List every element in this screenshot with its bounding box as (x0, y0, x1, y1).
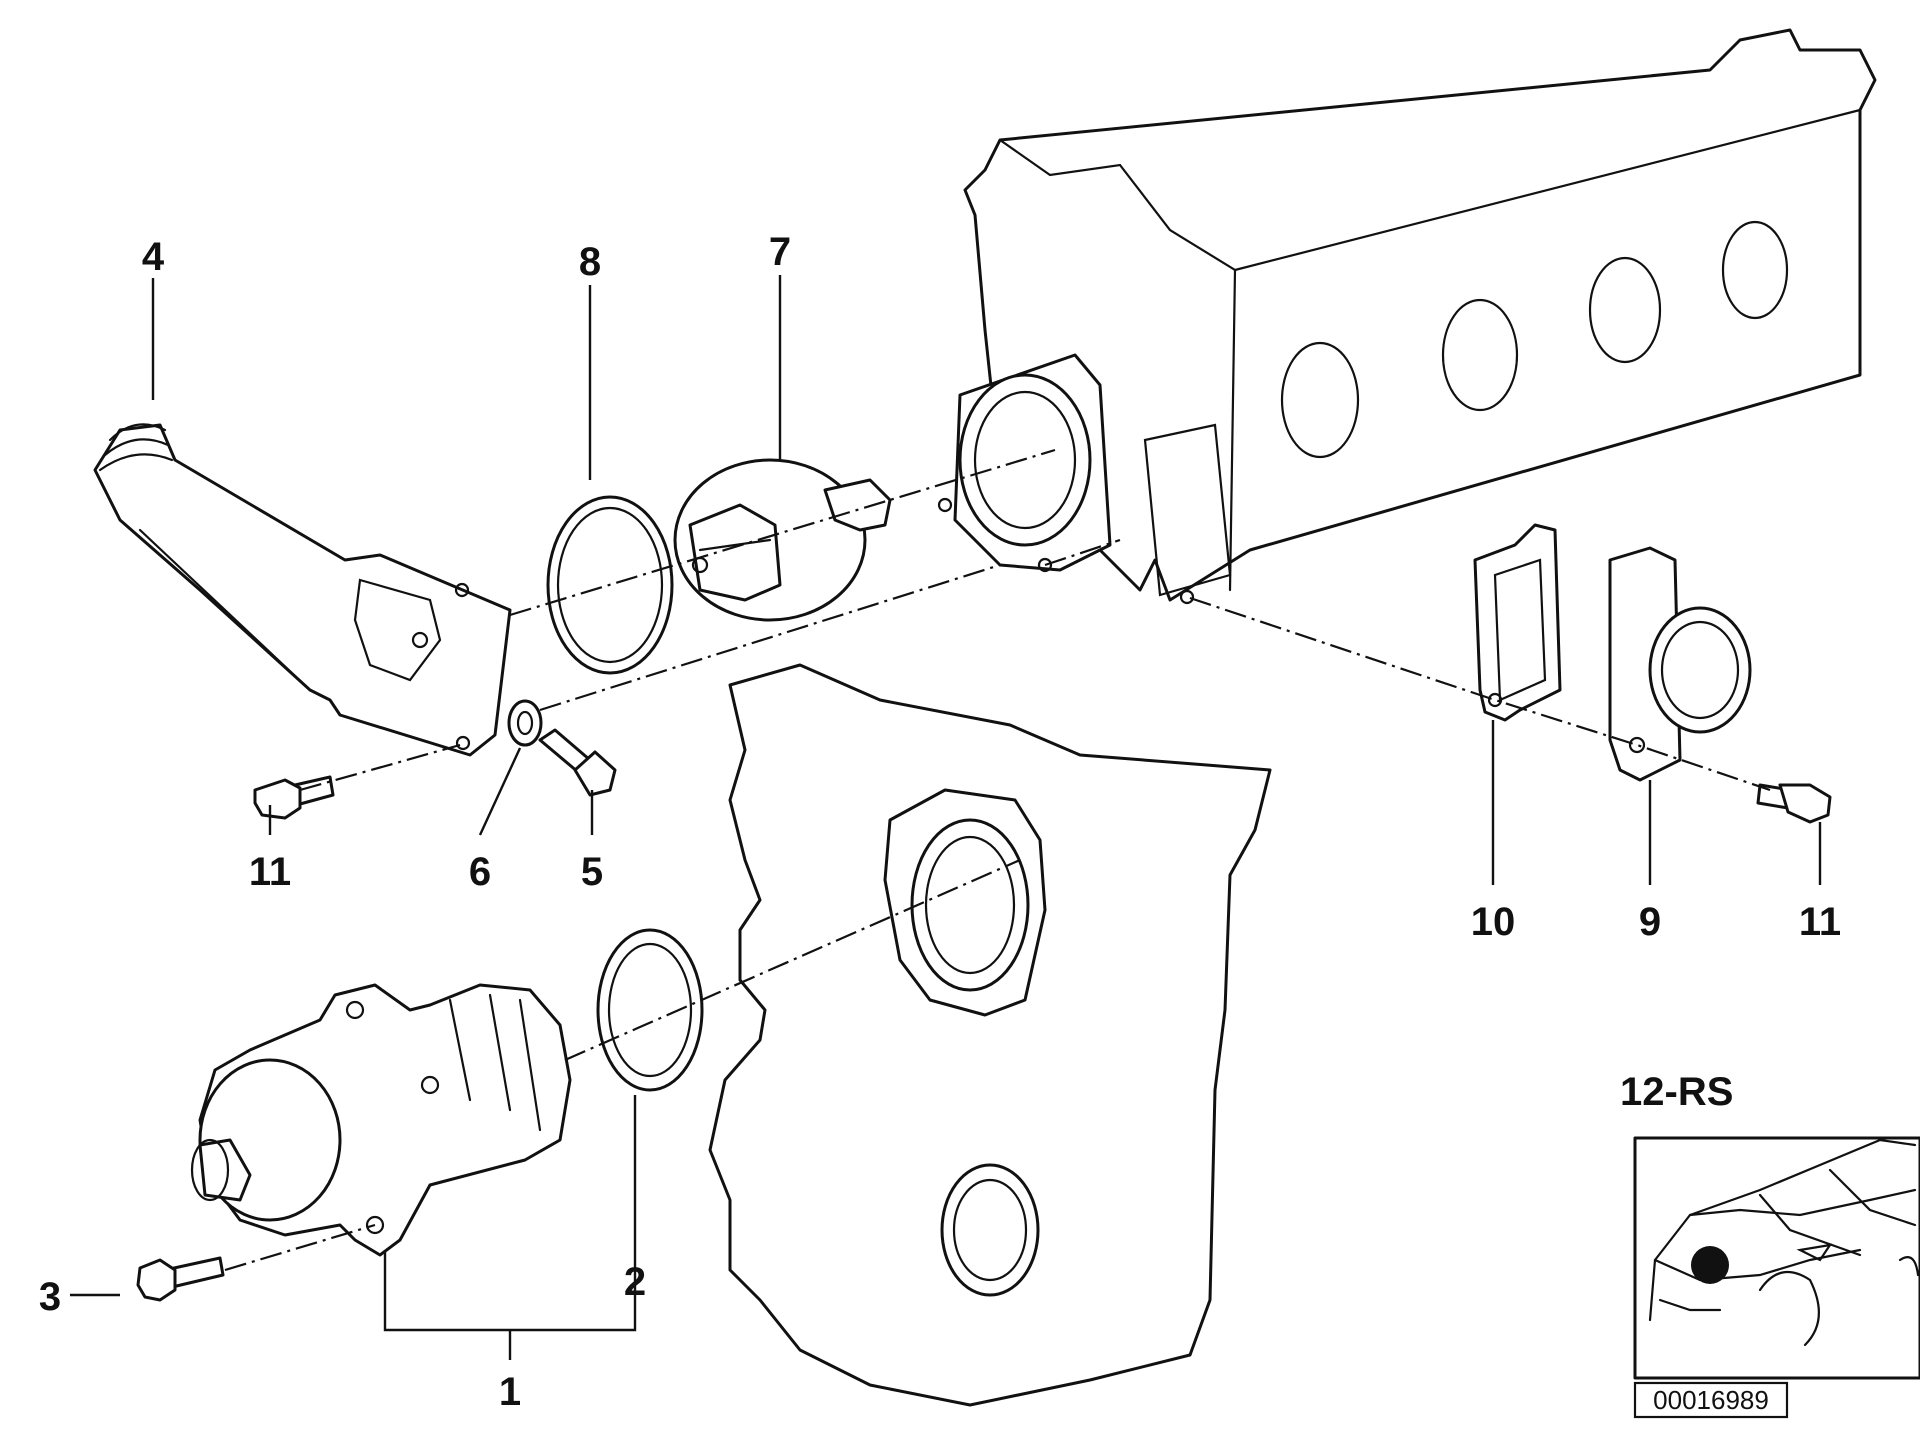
part-4-coolant-pipe (93, 423, 512, 757)
thermostat-housing (937, 353, 1112, 573)
callout-10: 10 (1471, 900, 1516, 944)
callout-4: 4 (142, 235, 165, 279)
callout-11-right: 11 (1799, 900, 1841, 944)
leader-lines (70, 275, 1822, 1360)
callout-7: 7 (769, 230, 791, 274)
callout-3: 3 (39, 1275, 61, 1319)
part-3-bolt (136, 1256, 225, 1302)
vehicle-inset: 12-RS 00016989 (1620, 1070, 1920, 1419)
car-outline-icon (1648, 1138, 1920, 1347)
part-11-bolt-right (1756, 783, 1832, 824)
part-1-water-pump (190, 983, 572, 1257)
callout-6: 6 (469, 850, 491, 894)
part-10-gasket (1473, 523, 1562, 722)
callout-9: 9 (1639, 900, 1661, 944)
callout-2: 2 (624, 1260, 646, 1304)
assembly-axis-lines (224, 448, 1771, 1272)
diagram-id-label: 00016989 (1653, 1385, 1769, 1415)
model-code-label: 12-RS (1620, 1070, 1733, 1114)
callout-8: 8 (579, 240, 601, 284)
part-6-washer (507, 699, 543, 747)
cylinder-head (963, 28, 1877, 605)
callout-5: 5 (581, 850, 603, 894)
callout-1: 1 (499, 1370, 521, 1414)
location-marker (1691, 1246, 1729, 1284)
part-9-outlet-flange (1608, 546, 1752, 782)
part-5-bolt (538, 728, 617, 797)
timing-cover (708, 663, 1272, 1407)
callout-labels: 1 2 3 4 5 6 7 8 9 10 11 11 (39, 230, 1841, 1414)
part-2-o-ring (596, 928, 704, 1092)
callout-11-left: 11 (249, 850, 291, 894)
part-11-bolt-left (253, 775, 335, 820)
part-7-thermostat (673, 458, 892, 622)
inset-frame (1633, 1136, 1920, 1380)
diagram-id-box (1633, 1381, 1789, 1419)
